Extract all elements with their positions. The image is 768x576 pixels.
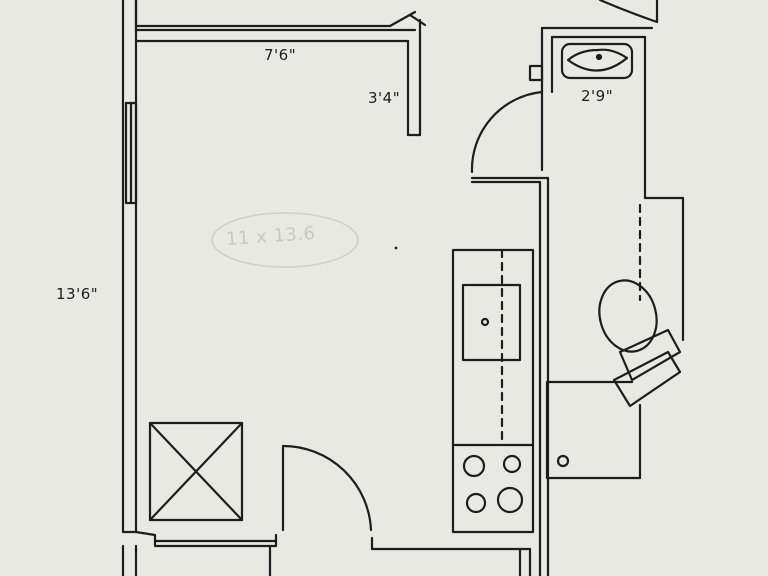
entry-door [281, 444, 373, 532]
top-wall [134, 0, 417, 43]
toilet [598, 203, 682, 408]
top-width-label: 7'6" [264, 46, 297, 64]
left-window [124, 101, 138, 205]
bath-kitchen-wall [470, 176, 550, 542]
faint-note-oval [211, 212, 359, 268]
top-right-fragment [598, 0, 659, 24]
bath-width-label: 2'9" [581, 87, 614, 105]
closet-depth-label: 3'4" [368, 89, 401, 107]
x-box [148, 421, 244, 522]
kitchen-sink [461, 283, 522, 362]
shower-drain [556, 454, 570, 468]
left-wall [121, 0, 138, 534]
bathroom-door [470, 90, 544, 174]
pencil-dot [394, 246, 398, 250]
height-label: 13'6" [56, 285, 99, 303]
closet-wall [406, 13, 427, 137]
kitchen-counter [451, 248, 535, 534]
bottom-walls [121, 530, 550, 576]
bathroom-sink [560, 42, 634, 80]
stove [462, 454, 524, 514]
